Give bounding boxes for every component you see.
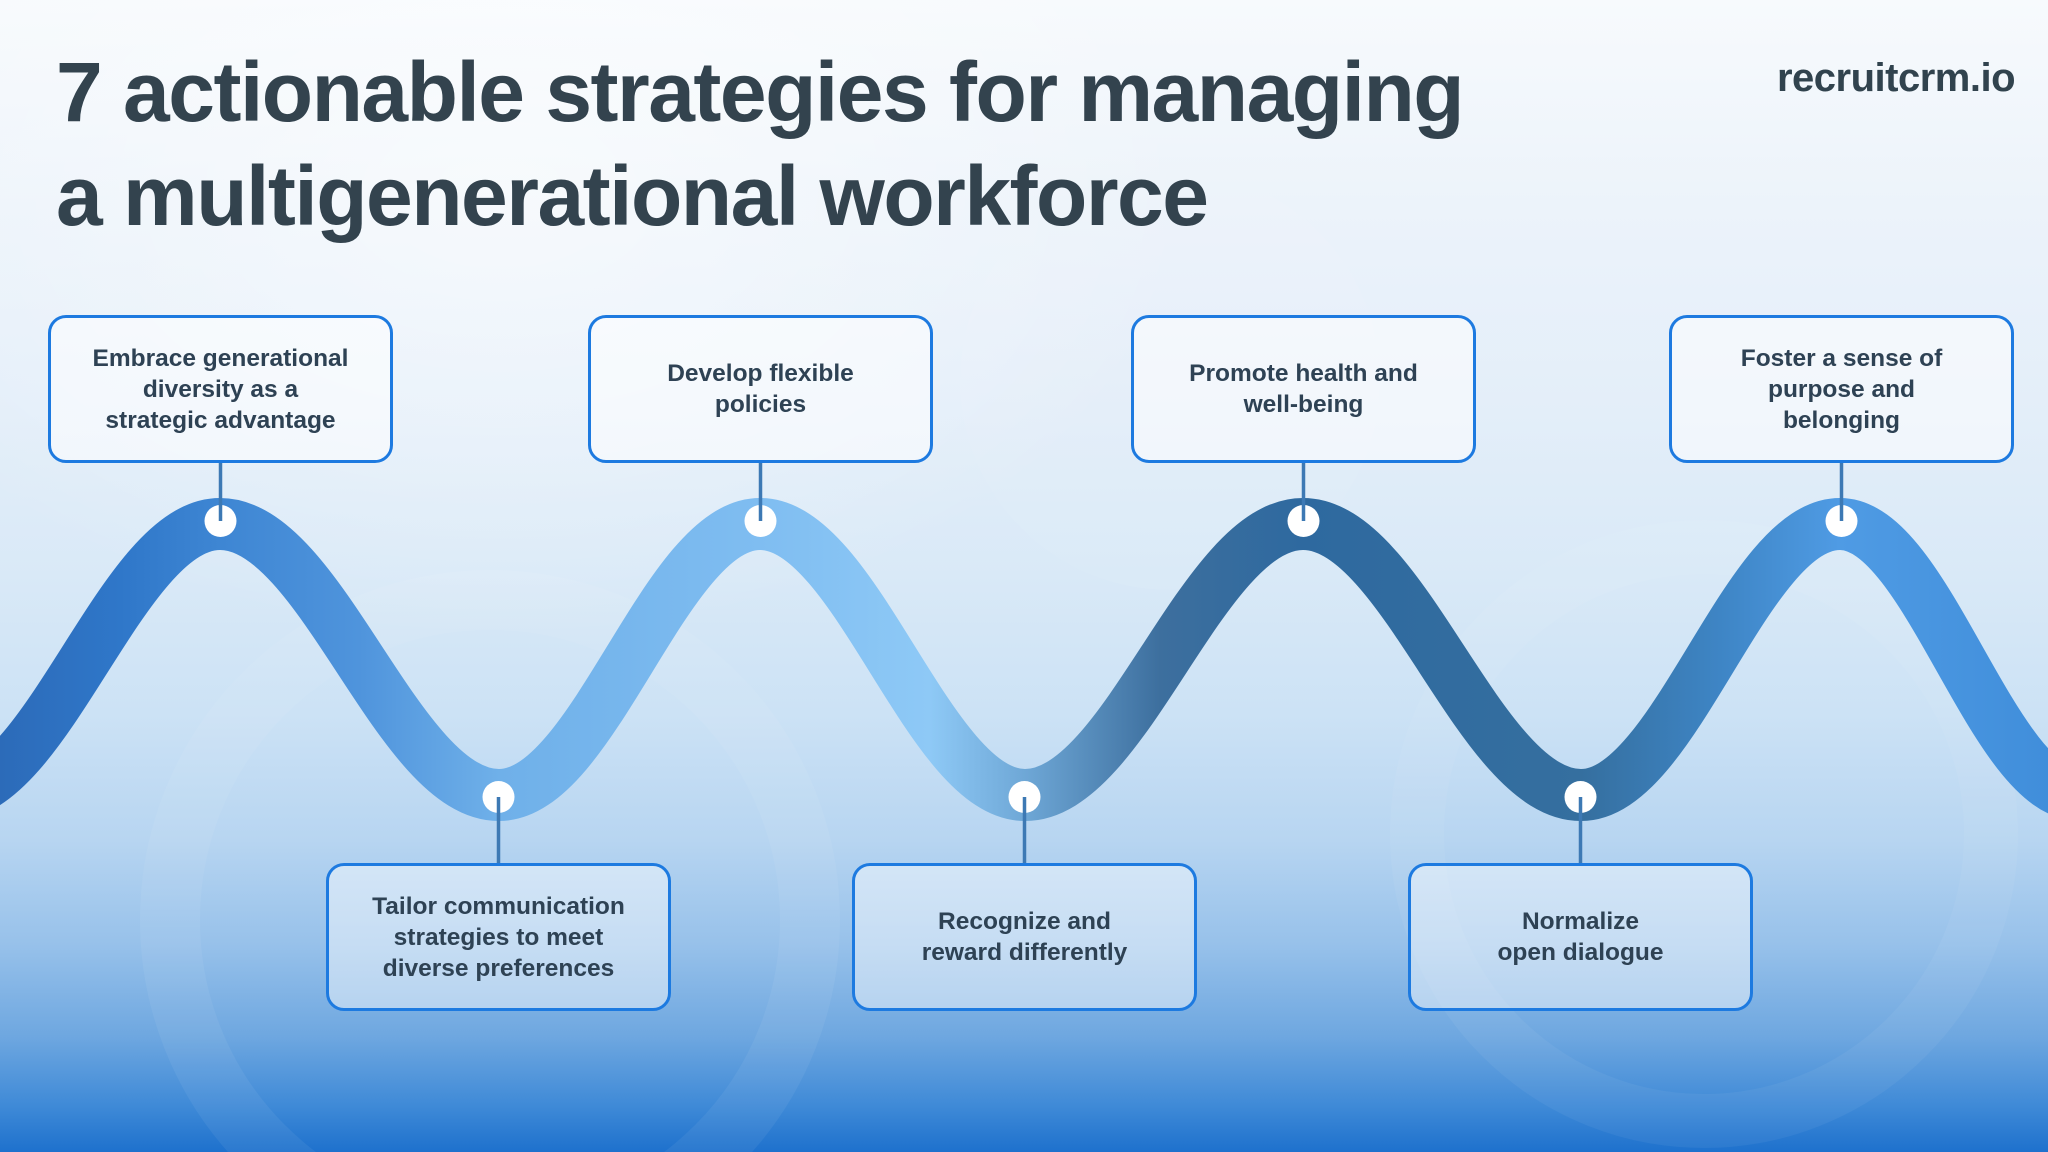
node-dot-3 bbox=[744, 505, 777, 537]
brand-logo: recruitcrm.io bbox=[1776, 56, 2016, 100]
node-dot-7 bbox=[1825, 505, 1858, 537]
strategy-card-7: Foster a sense of purpose and belonging bbox=[1669, 315, 2014, 463]
strategy-card-1: Embrace generational diversity as a stra… bbox=[48, 315, 393, 463]
node-dot-4 bbox=[1008, 781, 1041, 813]
strategy-card-4: Recognize and reward differently bbox=[852, 863, 1197, 1011]
node-dot-2 bbox=[482, 781, 515, 813]
strategy-card-6: Normalize open dialogue bbox=[1408, 863, 1753, 1011]
strategy-card-label: Develop flexible policies bbox=[667, 360, 854, 418]
wave-ribbon bbox=[0, 497, 2048, 822]
strategy-card-label: Promote health and well-being bbox=[1189, 360, 1418, 418]
strategy-card-3: Develop flexible policies bbox=[588, 315, 933, 463]
page-title: 7 actionable strategies for managing a m… bbox=[56, 45, 1465, 243]
strategy-card-label: Normalize open dialogue bbox=[1497, 908, 1664, 966]
decorative-ring bbox=[140, 570, 840, 1152]
node-dot-5 bbox=[1287, 505, 1320, 537]
strategy-card-label: Tailor communication strategies to meet … bbox=[372, 892, 625, 982]
node-dot-1 bbox=[204, 505, 237, 537]
strategy-card-5: Promote health and well-being bbox=[1131, 315, 1476, 463]
strategy-card-label: Recognize and reward differently bbox=[921, 908, 1128, 966]
node-dot-6 bbox=[1564, 781, 1597, 813]
strategy-card-label: Foster a sense of purpose and belonging bbox=[1740, 344, 1943, 434]
strategy-card-label: Embrace generational diversity as a stra… bbox=[92, 344, 349, 434]
decorative-ring bbox=[1390, 520, 2018, 1148]
strategy-card-2: Tailor communication strategies to meet … bbox=[326, 863, 671, 1011]
